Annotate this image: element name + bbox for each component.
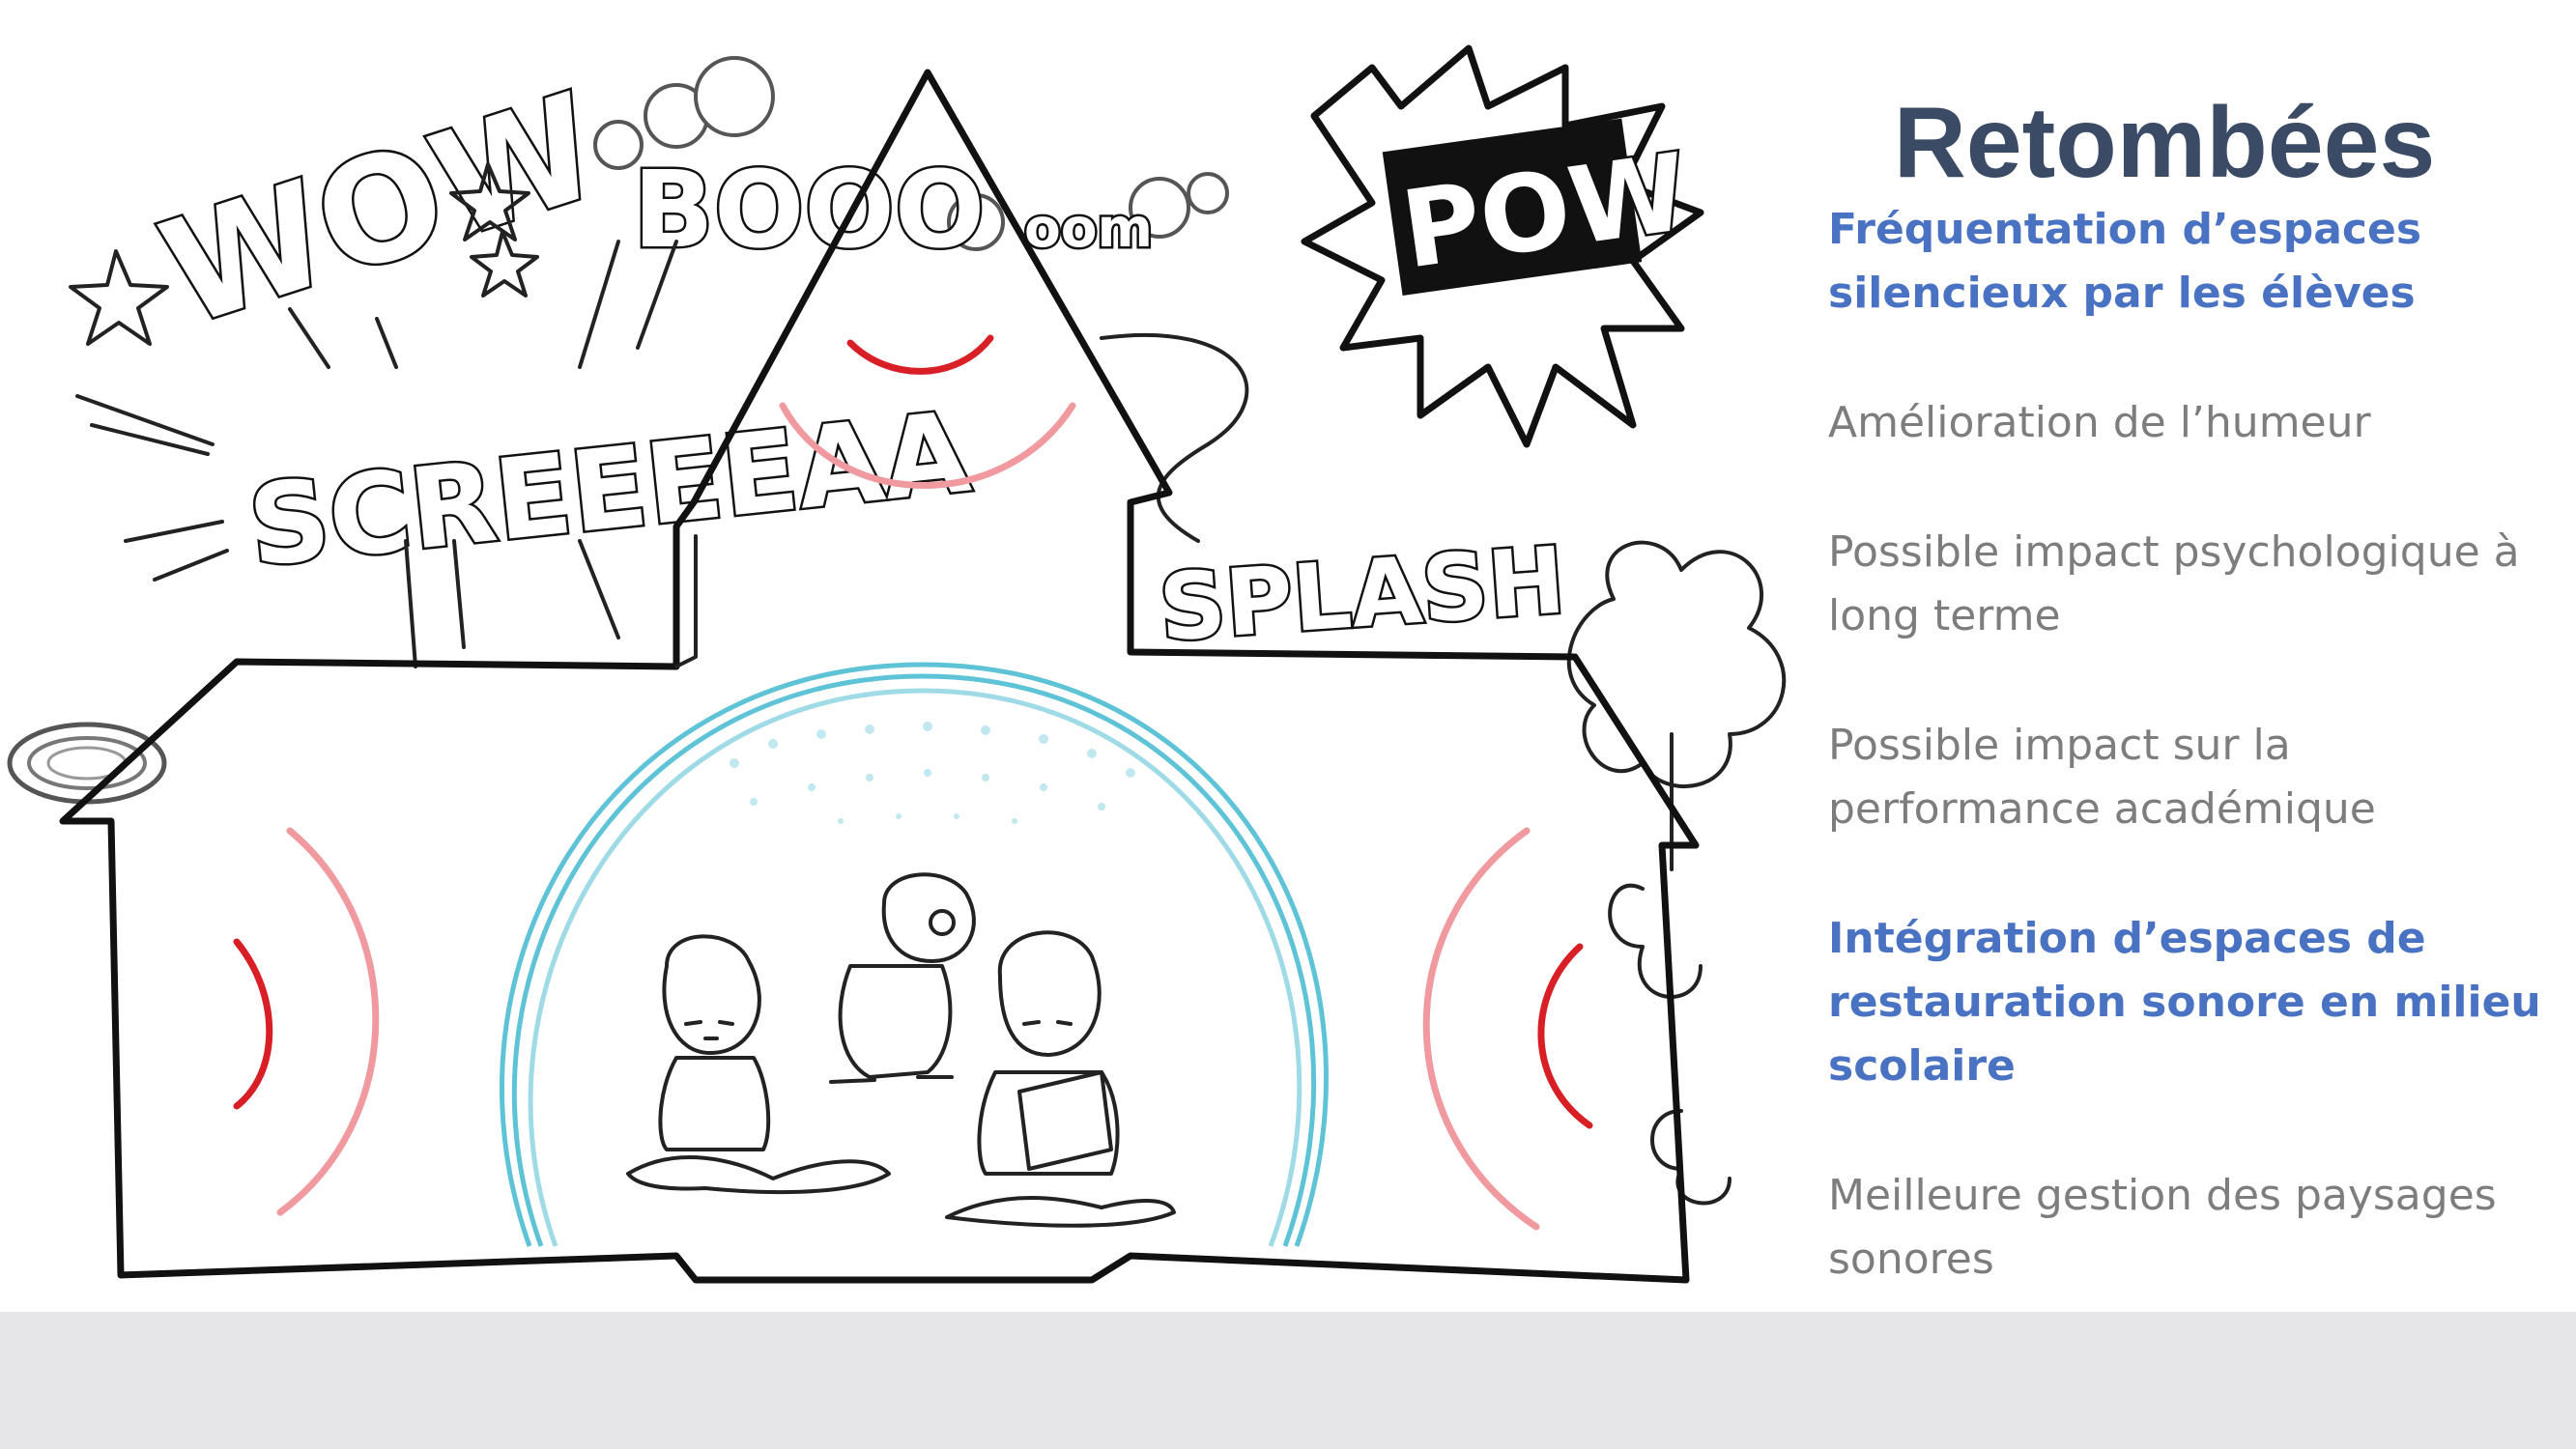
quiet-bubble (499, 662, 1329, 1247)
screech-word: SCREEEEAA (243, 388, 976, 592)
bush-left (7, 722, 167, 805)
reading-child (945, 930, 1176, 1228)
meditating-child (626, 934, 891, 1195)
grey-cloud-puff (593, 56, 1229, 251)
school-soundscape-illustration: WOW BOOO oom SCREEEEAA (7, 44, 1787, 1284)
slide-title: Retombées (1893, 87, 2436, 199)
boom-tail-word: oom (1024, 197, 1153, 259)
outcomes-list: Fréquentation d’espaces silencieux par l… (1828, 198, 2553, 1312)
outcome-item: Possible impact sur la performance acadé… (1828, 721, 2376, 834)
school-building (59, 69, 1700, 1284)
wow-word: WOW (144, 63, 617, 359)
star-icon (69, 162, 539, 346)
footer-band (0, 1312, 2576, 1449)
sound-arc (1537, 943, 1593, 1129)
outcome-item: Intégration d’espaces de restauration so… (1828, 914, 2541, 1091)
sound-arc (1422, 827, 1540, 1231)
splash-word: SPLASH (1156, 527, 1568, 662)
sound-arc (846, 334, 994, 375)
outcome-item: Amélioration de l’humeur (1828, 398, 2371, 447)
sound-arc (276, 827, 380, 1216)
sound-arc (233, 938, 273, 1110)
outcome-item: Meilleure gestion des paysages sonores (1828, 1171, 2497, 1284)
boom-word: BOOO (633, 148, 985, 271)
child-with-headphones (829, 872, 976, 1084)
sound-arc (779, 402, 1076, 489)
slide: WOW BOOO oom SCREEEEAA (7, 44, 2553, 1312)
comic-noise-words: WOW BOOO oom SCREEEEAA (69, 44, 1704, 668)
outcome-item: Fréquentation d’espaces silencieux par l… (1828, 205, 2422, 318)
outcome-item: Possible impact psychologique à long ter… (1828, 527, 2520, 640)
